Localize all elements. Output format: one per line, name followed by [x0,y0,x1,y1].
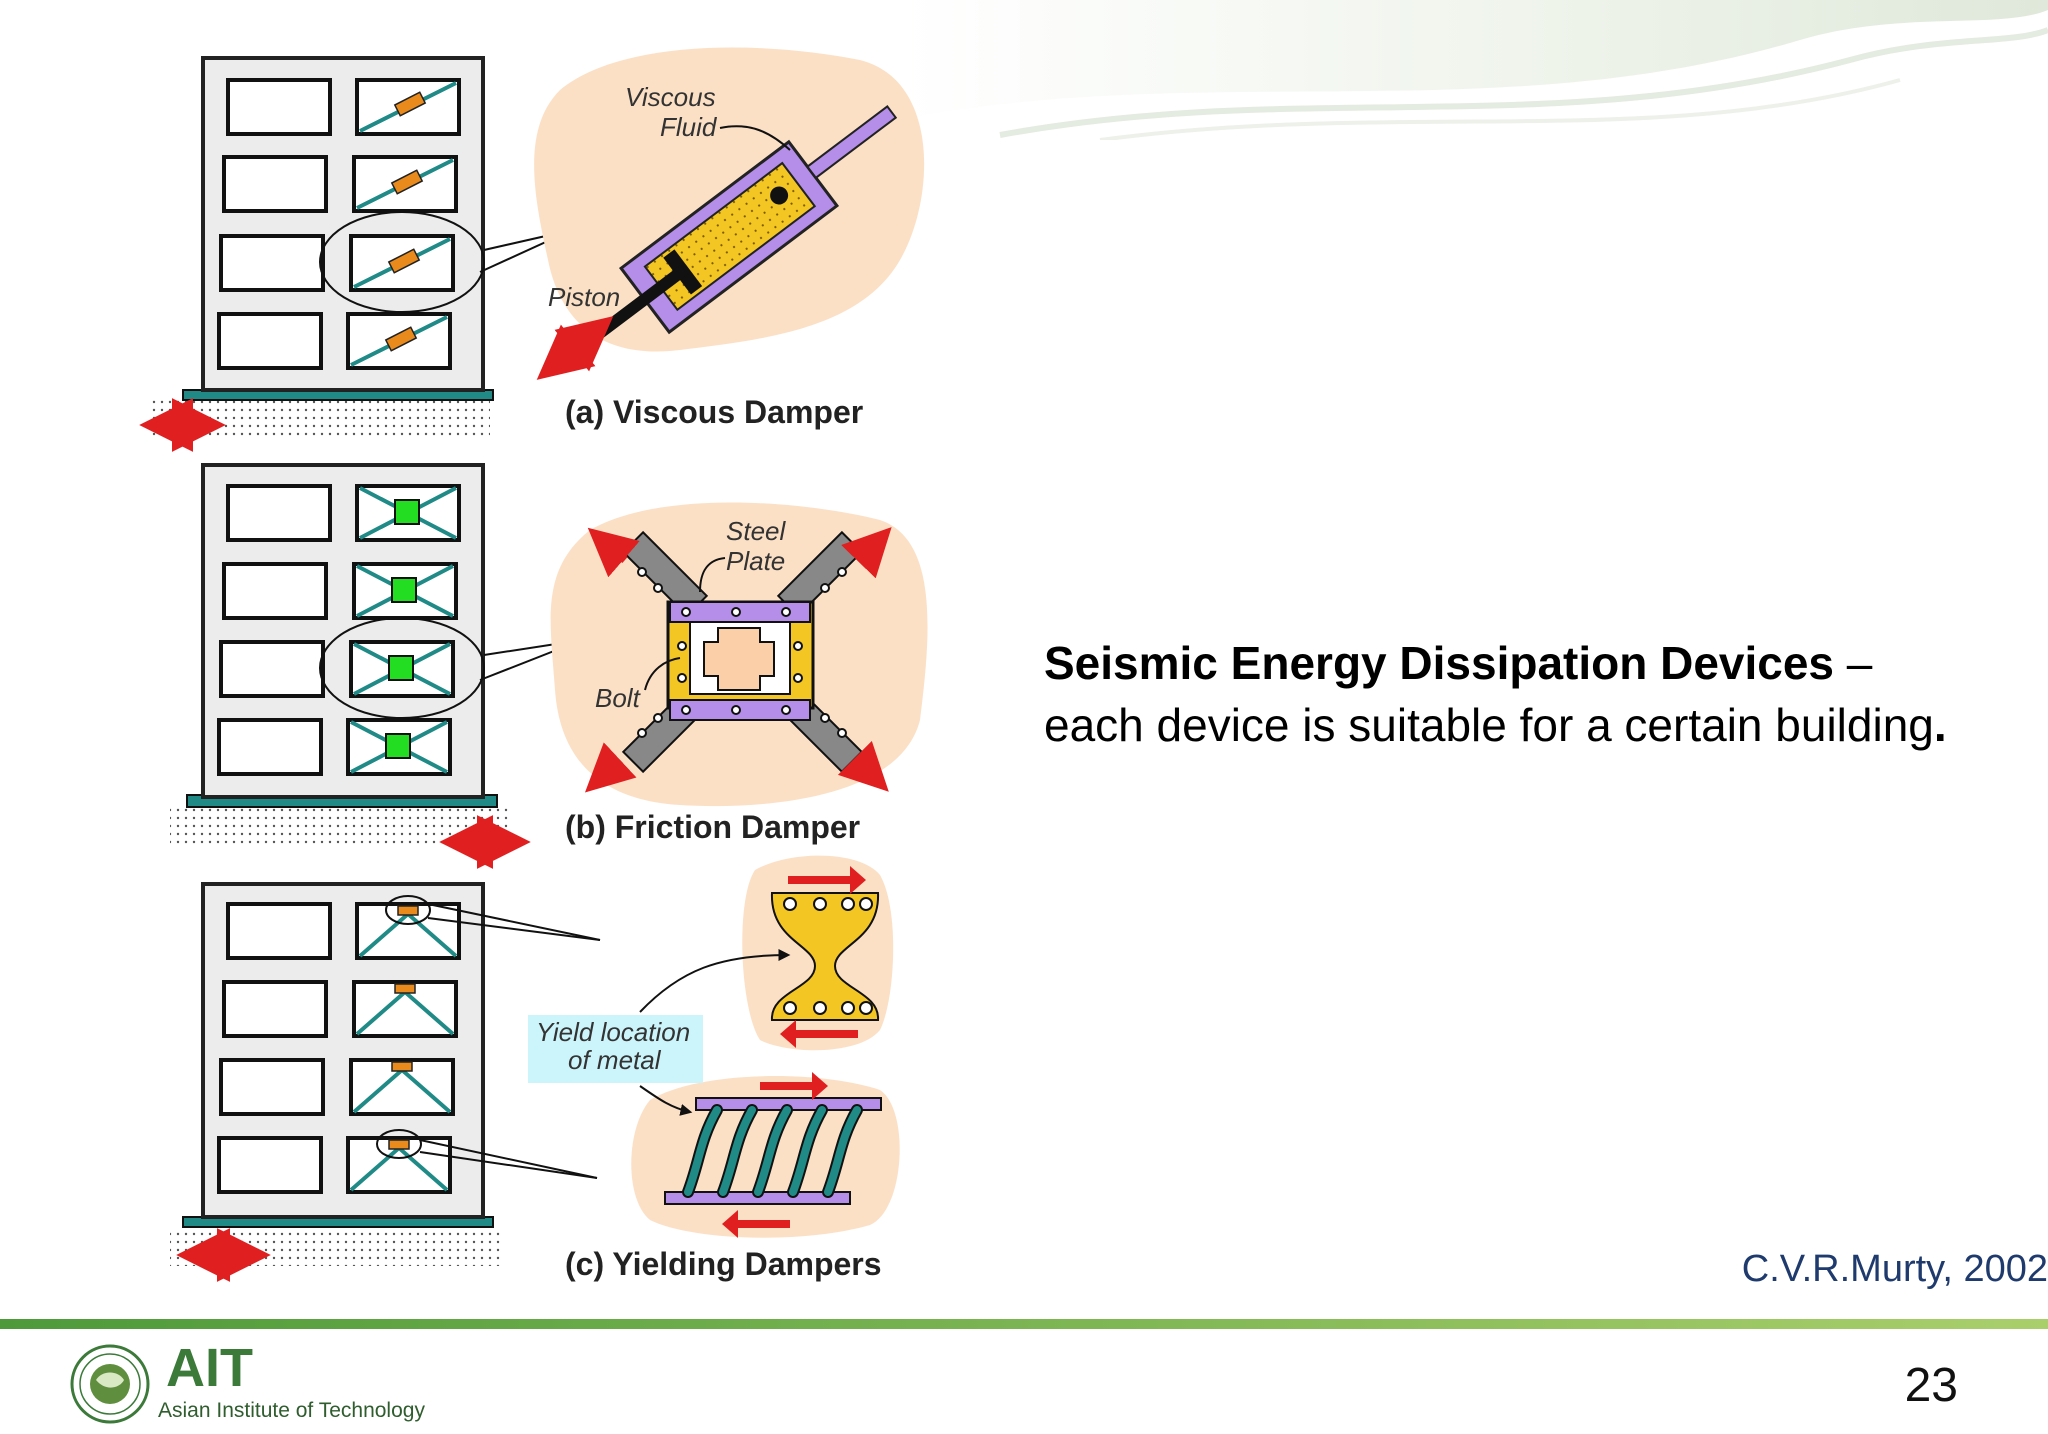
label-fluid: Fluid [660,112,718,142]
friction-damper-panel: Steel Plate Bolt (b) Friction Damper [170,463,928,869]
slide-body-text: Seismic Energy Dissipation Devices – eac… [1044,632,2004,756]
label-yield-location: Yield location [536,1017,690,1047]
label-plate: Plate [726,546,785,576]
header-wave-decoration [900,0,2048,140]
label-of-metal: of metal [568,1045,662,1075]
label-steel: Steel [726,516,786,546]
slide-description: each device is suitable for a certain bu… [1044,699,1934,751]
label-bolt: Bolt [595,683,642,713]
label-piston: Piston [548,282,620,312]
ait-logo: AIT Asian Institute of Technology [70,1340,425,1424]
footer-divider [0,1319,2048,1329]
heading-dash: – [1834,637,1873,689]
page-number: 23 [1904,1359,1958,1412]
label-viscous: Viscous [625,82,716,112]
caption-viscous: (a) Viscous Damper [565,394,863,430]
slide-heading: Seismic Energy Dissipation Devices [1044,637,1835,689]
caption-friction: (b) Friction Damper [565,809,860,845]
description-period: . [1933,699,1947,751]
caption-yielding: (c) Yielding Dampers [565,1246,882,1282]
damper-diagram: Viscous Fluid Piston (a) Viscous Damper [139,47,928,1282]
institute-name: Asian Institute of Technology [158,1399,425,1422]
source-credit: C.V.R.Murty, 2002 [1741,1248,2048,1290]
viscous-damper-panel: Viscous Fluid Piston (a) Viscous Damper [139,47,925,452]
logo-text: AIT [166,1340,253,1398]
yielding-damper-panel: Yield location of metal (c) Yielding Dam… [170,855,900,1282]
